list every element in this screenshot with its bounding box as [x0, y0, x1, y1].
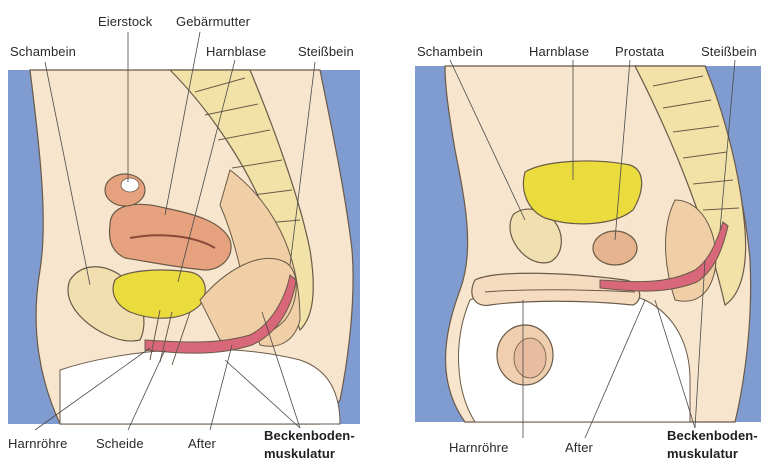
bladder [113, 270, 205, 318]
female-pelvis-diagram: Eierstock Gebärmutter Schambein Harnblas… [0, 0, 370, 464]
label-after: After [565, 440, 593, 455]
label-schambein: Schambein [417, 44, 483, 59]
label-eierstock: Eierstock [98, 14, 152, 29]
female-pelvis-illustration [0, 0, 370, 464]
label-gebaermutter: Gebärmutter [176, 14, 250, 29]
label-harnblase: Harnblase [529, 44, 589, 59]
label-steissbein: Steißbein [701, 44, 757, 59]
label-harnroehre: Harnröhre [449, 440, 508, 455]
label-after: After [188, 436, 216, 451]
bladder [523, 161, 641, 224]
label-beckenboden-line2: muskulatur [667, 446, 738, 461]
label-harnroehre: Harnröhre [8, 436, 67, 451]
male-pelvis-diagram: Schambein Harnblase Prostata Steißbein H… [405, 0, 771, 464]
label-harnblase: Harnblase [206, 44, 266, 59]
label-steissbein: Steißbein [298, 44, 354, 59]
label-beckenboden-line2: muskulatur [264, 446, 335, 461]
label-beckenboden-line1: Beckenboden- [667, 428, 758, 443]
label-prostata: Prostata [615, 44, 664, 59]
label-scheide: Scheide [96, 436, 144, 451]
male-pelvis-illustration [405, 0, 771, 464]
label-beckenboden-line1: Beckenboden- [264, 428, 355, 443]
label-schambein: Schambein [10, 44, 76, 59]
